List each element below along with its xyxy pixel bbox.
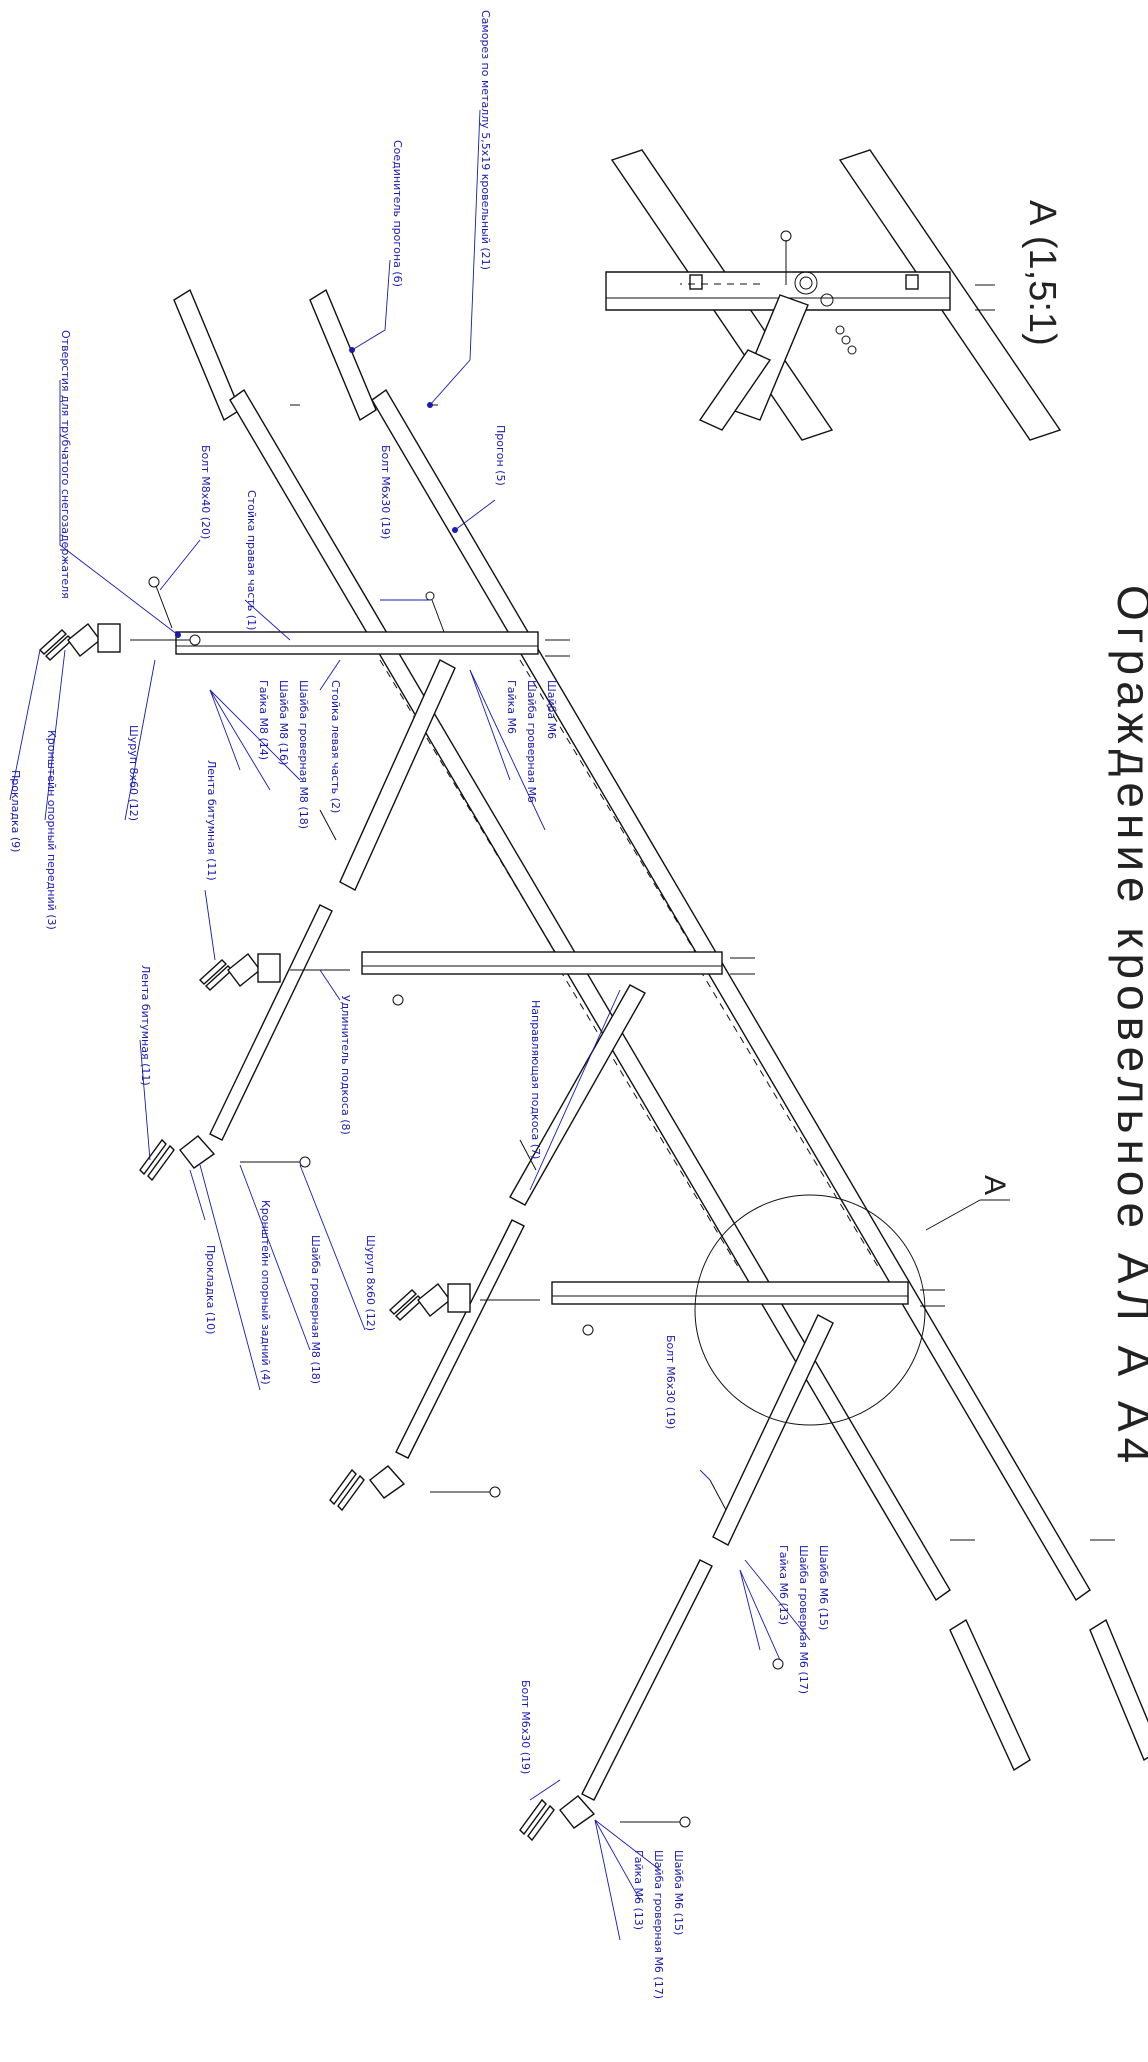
label-nut-m8: Гайка М8 (14) bbox=[257, 680, 270, 760]
drawing-title: Ограждение кровельное АЛ А А4 bbox=[1108, 585, 1148, 1469]
brackets bbox=[38, 623, 691, 1842]
label-washer-grooved-m6-c: Шайба гроверная М6 (17) bbox=[652, 1850, 665, 1999]
label-washer-grooved-m8-a: Шайба гроверная М8 (18) bbox=[297, 680, 310, 829]
label-nut-m6-b: Гайка М6 (13) bbox=[777, 1545, 790, 1625]
label-bracket-front: Кронштейн опорный передний (3) bbox=[45, 730, 58, 930]
label-gasket-10: Прокладка (10) bbox=[204, 1245, 217, 1334]
fasteners bbox=[148, 404, 1115, 1670]
label-bolt-m6x30-a: Болт М6х30 (19) bbox=[379, 445, 392, 539]
detail-callout-a: А bbox=[978, 1175, 1011, 1195]
label-washer-m6-b: Шайба М6 (15) bbox=[817, 1545, 830, 1630]
label-screw-8x60-b: Шуруп 8х60 (12) bbox=[364, 1235, 377, 1331]
label-snow-holder-holes: Отверстия для трубчатого снегозадержател… bbox=[59, 330, 72, 599]
label-bolt-m6x30-b: Болт М6х30 (19) bbox=[664, 1335, 677, 1429]
label-bitumen-tape-a: Лента битумная (11) bbox=[205, 760, 218, 881]
leader-lines bbox=[9, 109, 811, 1941]
label-post-right: Стойка правая часть (1) bbox=[245, 490, 258, 630]
label-washer-grooved-m6-b: Шайба гроверная М6 (17) bbox=[797, 1545, 810, 1694]
detail-view-a bbox=[605, 149, 1062, 441]
label-purlin: Прогон (5) bbox=[494, 425, 507, 486]
label-post-left: Стойка левая часть (2) bbox=[329, 680, 342, 813]
label-brace-extender: Удлинитель подкоса (8) bbox=[339, 995, 352, 1135]
label-gasket-9: Прокладка (9) bbox=[9, 770, 22, 852]
label-washer-m8: Шайба М8 (16) bbox=[277, 680, 290, 765]
label-bolt-m6x30-c: Болт М6х30 (19) bbox=[519, 1680, 532, 1774]
braces bbox=[339, 659, 834, 1546]
label-nut-m6-c: Гайка М6 (13) bbox=[632, 1850, 645, 1930]
label-bitumen-tape-b: Лента битумная (11) bbox=[139, 965, 152, 1086]
label-washer-m6-a: Шайба М6 bbox=[545, 680, 558, 739]
part-labels: Саморез по металлу 5,5х19 кровельный (21… bbox=[9, 10, 830, 1999]
label-screw-roofing: Саморез по металлу 5,5х19 кровельный (21… bbox=[479, 10, 492, 270]
label-washer-grooved-m8-b: Шайба гроверная М8 (18) bbox=[309, 1235, 322, 1384]
label-bracket-rear: Кронштейн опорный задний (4) bbox=[259, 1200, 272, 1385]
detail-view-label: А (1,5:1) bbox=[1021, 200, 1063, 346]
label-washer-m6-c: Шайба М6 (15) bbox=[672, 1850, 685, 1935]
detail-circle-a: А bbox=[694, 1175, 1011, 1426]
posts bbox=[175, 631, 909, 1305]
label-brace-guide: Направляющая подкоса (7) bbox=[529, 1000, 542, 1159]
purlins bbox=[229, 388, 1091, 1602]
label-washer-grooved-m6-a: Шайба гроверная М6 bbox=[525, 680, 538, 803]
label-bolt-m8x40: Болт М8х40 (20) bbox=[199, 445, 212, 539]
label-purlin-connector: Соединитель прогона (6) bbox=[391, 140, 404, 287]
brace-extenders bbox=[209, 904, 713, 1801]
label-screw-8x60-a: Шуруп 8х60 (12) bbox=[127, 725, 140, 821]
label-nut-m6-a: Гайка М6 bbox=[505, 680, 518, 734]
purlin-stubs bbox=[173, 288, 1148, 1772]
